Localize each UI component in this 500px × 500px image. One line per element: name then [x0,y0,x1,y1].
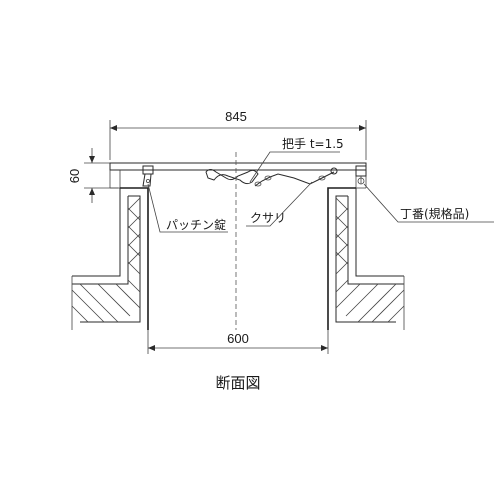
right-wall-inner-2 [347,196,404,285]
right-wall-inner [335,195,396,323]
callout-hinge: 丁番(規格品) [363,183,494,223]
chain-link-3 [318,175,326,181]
dimension-label-600: 600 [227,331,249,346]
callout-latch: パッチン錠 [147,183,228,233]
right-wall-hatch-2 [335,197,349,265]
handle-shape [205,169,259,185]
left-wall-hatch [71,207,141,323]
latch-pin [145,178,150,183]
right-wall [327,187,405,330]
left-wall-outer [72,188,121,277]
label-latch: パッチン錠 [166,217,226,232]
dimension-600: 600 [147,330,329,354]
hinge-body [355,165,367,177]
left-wall [71,187,149,330]
left-wall-inner-2 [72,196,129,285]
latch-body [142,165,154,175]
callout-handle: 把手 t=1.5 [249,137,344,183]
chain-link-1 [254,181,262,187]
leader-hinge [363,183,494,223]
leader-latch [147,183,228,233]
label-hinge: 丁番(規格品) [400,206,469,221]
left-wall-inner [80,195,141,323]
right-wall-outer [355,188,404,277]
chain-anchor [330,167,338,175]
dimension-label-845: 845 [225,109,247,124]
label-chain: クサリ [250,211,286,225]
chain [254,167,338,187]
dimension-845: 845 [109,109,367,160]
left-frame-outline [120,187,149,330]
latch [142,165,154,187]
callout-chain: クサリ [246,181,313,227]
handle [205,169,259,185]
right-wall-hatch [335,207,405,323]
figure-caption: 断面図 [215,374,260,392]
hinge [355,165,367,185]
leader-chain [246,181,313,227]
label-handle: 把手 t=1.5 [282,137,344,151]
chain-link-2 [264,175,272,181]
latch-hook [142,173,152,187]
left-wall-hatch-2 [127,197,141,265]
leader-handle [249,151,340,183]
dimension-label-60: 60 [67,169,82,183]
right-frame-outline [327,187,356,330]
chain-links [254,171,335,187]
